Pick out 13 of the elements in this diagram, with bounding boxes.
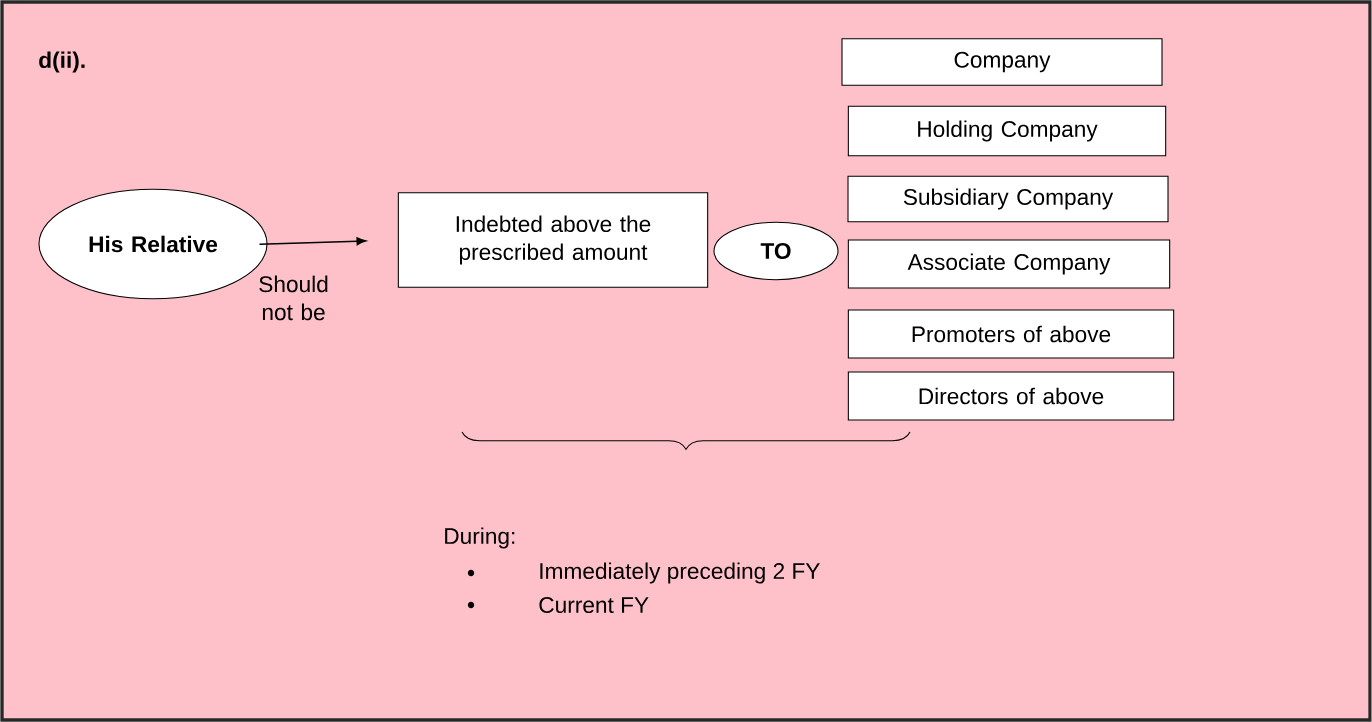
process-box: Associate Company: [847, 239, 1171, 289]
note-heading: During:: [445, 527, 515, 549]
bullet-text: Current FY: [539, 596, 649, 614]
process-box: Company: [841, 38, 1163, 86]
bullet-text: Immediately preceding 2 FY: [540, 562, 820, 584]
arrow: [258, 237, 367, 246]
process-box: Promoters of above: [847, 309, 1175, 359]
title: d(ii).: [39, 51, 85, 73]
process-box: Indebted above the prescribed amount: [397, 192, 709, 288]
process-box: Subsidiary Company: [847, 175, 1169, 223]
process-box: Holding Company: [847, 105, 1167, 157]
ellipse-node: TO: [713, 221, 839, 281]
process-box: Directors of above: [847, 371, 1175, 421]
